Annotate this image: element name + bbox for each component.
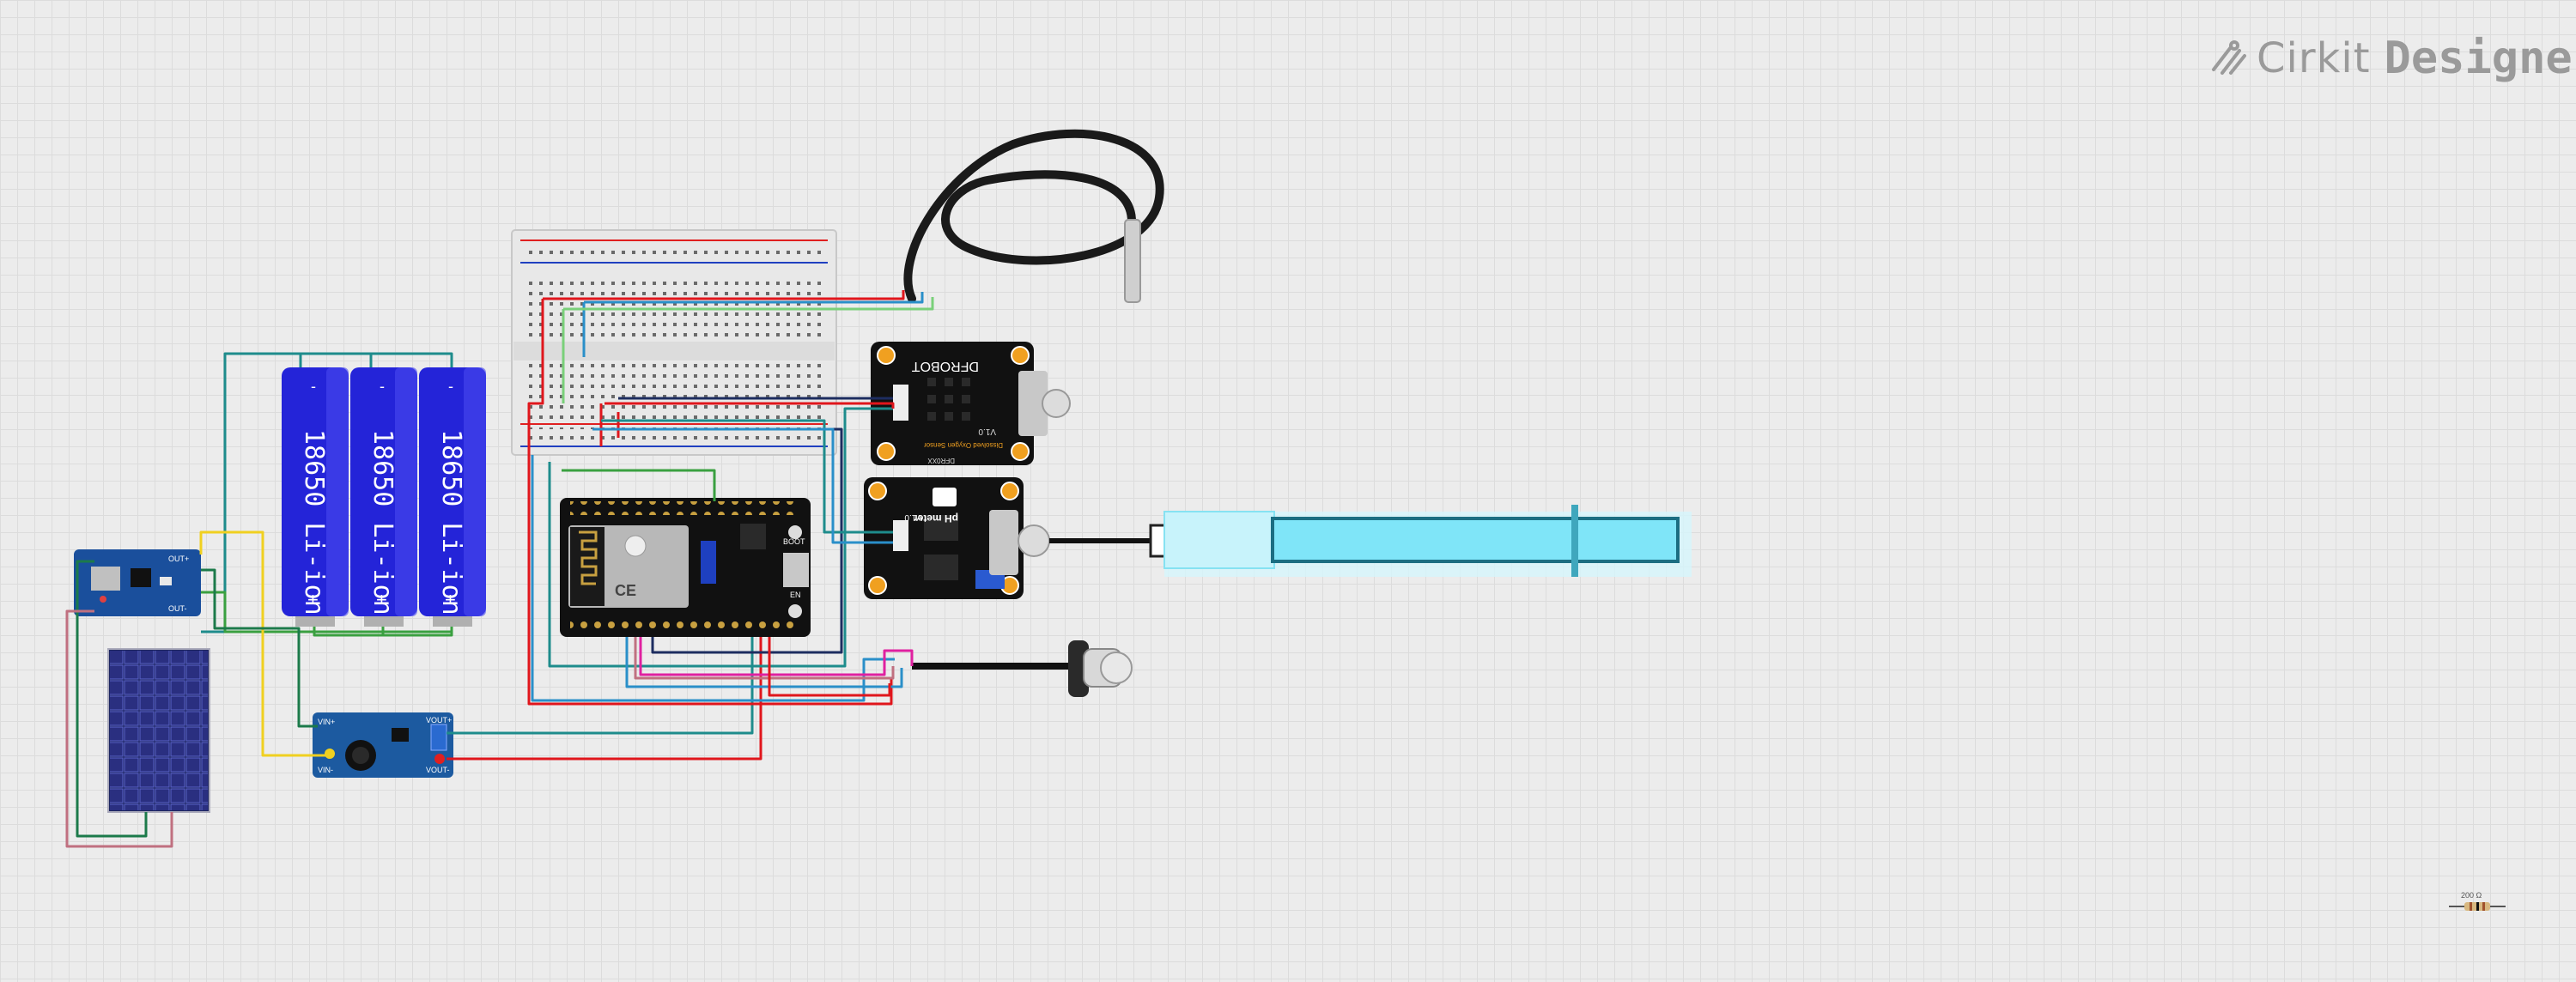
solar-panel[interactable] <box>107 648 210 813</box>
wire-red-connector <box>768 637 891 697</box>
boost-converter[interactable]: VIN+ VIN- VOUT+ VOUT- <box>313 712 453 778</box>
dissolved-oxygen-board[interactable]: DFROBOT V1.0 Dissolved Oxygen Sensor DFR… <box>871 342 1071 465</box>
battery-pack[interactable]: 18650 Li-ion - + 18650 Li-ion - + 18650 … <box>282 367 486 627</box>
wire-yellow-charger-boost <box>199 530 330 757</box>
boost-vout-minus: VOUT- <box>426 766 450 774</box>
wire-magenta-connector <box>639 637 914 676</box>
ph-brand: pH meter <box>914 512 958 524</box>
wire-red-rail-left <box>527 299 893 706</box>
boost-vin-minus: VIN- <box>318 766 333 774</box>
wire-pink-connector <box>634 637 895 680</box>
wire-teal-boost-esp32 <box>447 637 754 735</box>
battery-2[interactable]: 18650 Li-ion - + <box>350 367 417 627</box>
ph-version: V1.0 <box>904 512 922 522</box>
boost-vin-plus: VIN+ <box>318 718 335 726</box>
battery-2-pos: + <box>376 589 387 610</box>
logo-text-cirkit: Cirkit <box>2257 34 2371 82</box>
battery-2-neg: - <box>380 378 385 395</box>
battery-1-neg: - <box>311 378 316 395</box>
wire-red-esp-right <box>599 403 620 446</box>
battery-3-label: 18650 Li-ion <box>436 429 466 615</box>
battery-1[interactable]: 18650 Li-ion - + <box>282 367 349 627</box>
logo-text-designer: Designer <box>2384 33 2576 84</box>
wire-blue-bb-esp32 <box>531 455 895 702</box>
charger-module[interactable]: OUT+ OUT- <box>74 549 201 616</box>
wire-darkgreen-solar <box>76 560 148 838</box>
wire-blue-connector <box>625 637 903 688</box>
wire-blue-ph <box>592 427 893 544</box>
do-caption: Dissolved Oxygen Sensor <box>924 441 1003 449</box>
esp32-board[interactable]: CE BOOT EN <box>560 498 811 637</box>
esp32-ce-mark: CE <box>615 582 636 599</box>
boost-vout-plus: VOUT+ <box>426 716 452 724</box>
wire-teal-battery-to-charger <box>201 352 301 633</box>
wire-red-rail-top <box>543 290 905 300</box>
battery-1-pos: + <box>307 589 319 610</box>
charger-out-minus: OUT- <box>168 604 187 613</box>
do-tag: DFR0XX <box>927 457 955 464</box>
esp32-en-label: EN <box>790 591 801 599</box>
wire-darkgreen-charger <box>201 568 318 728</box>
do-brand: DFROBOT <box>912 359 979 373</box>
wire-green-battery-to-charger <box>201 591 453 635</box>
wire-pink-solar <box>65 609 173 848</box>
wire-green-esp32 <box>562 469 716 501</box>
wire-red-boost-esp32 <box>447 637 762 761</box>
wire-teal-bb-esp32 <box>548 407 893 668</box>
wires[interactable] <box>65 290 934 848</box>
wire-blue-rail <box>582 292 924 357</box>
bnc-connector[interactable] <box>912 640 1133 697</box>
ph-probe[interactable] <box>1049 505 1692 577</box>
battery-3-pos: + <box>445 589 456 610</box>
resistor-value: 200 Ω <box>2461 891 2482 900</box>
battery-1-label: 18650 Li-ion <box>299 429 329 615</box>
resistor[interactable]: 200 Ω <box>2449 891 2506 911</box>
wire-teal-ph <box>601 419 893 534</box>
charger-out-plus: OUT+ <box>168 555 189 563</box>
wire-green-rail <box>562 297 934 403</box>
esp32-boot-label: BOOT <box>783 537 805 546</box>
temperature-probe[interactable] <box>903 129 1164 303</box>
battery-3[interactable]: 18650 Li-ion - + <box>419 367 486 627</box>
cirkit-logo-icon <box>2212 40 2246 75</box>
do-version: V1.0 <box>978 427 996 436</box>
wire-teal-battery-top <box>299 352 453 367</box>
battery-3-neg: - <box>448 378 453 395</box>
ph-meter-board[interactable]: pH meter V1.0 <box>864 477 1050 599</box>
battery-2-label: 18650 Li-ion <box>368 429 398 615</box>
cirkit-designer-logo: Cirkit Designer <box>2208 33 2576 84</box>
wire-red-do <box>605 402 895 409</box>
